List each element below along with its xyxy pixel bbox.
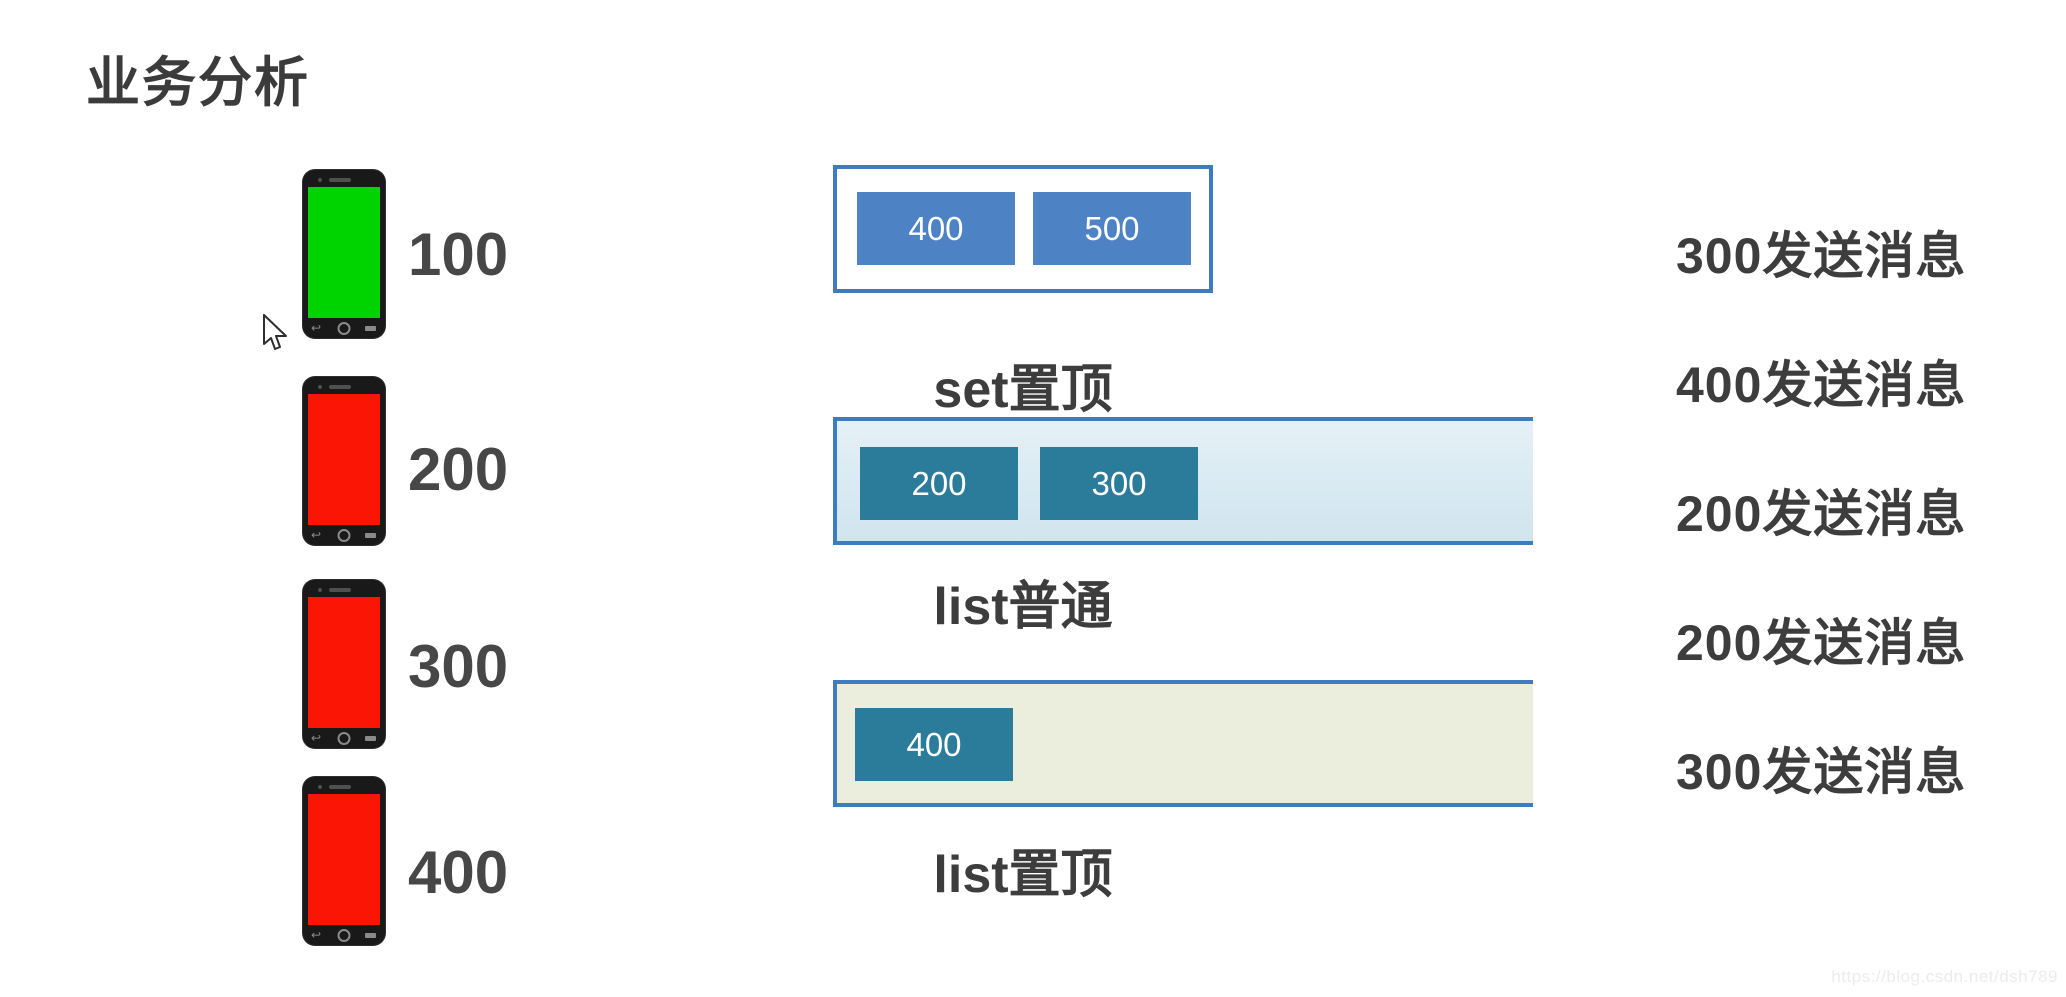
phone-earpiece [329, 785, 351, 789]
home-button-icon [337, 529, 351, 542]
camera-dot-icon [318, 385, 322, 389]
menu-icon [365, 326, 376, 331]
message-item: 300发送消息 [1676, 228, 1967, 284]
phone-400: ↩ [303, 777, 385, 945]
phone-screen [308, 794, 380, 925]
chip-400: 400 [857, 192, 1015, 265]
camera-dot-icon [318, 785, 322, 789]
back-icon: ↩ [311, 731, 322, 745]
menu-icon [365, 533, 376, 538]
list-top-box: 400 [833, 680, 1533, 807]
menu-icon [365, 933, 376, 938]
phone-screen [308, 394, 380, 525]
phone-earpiece [329, 385, 351, 389]
home-button-icon [337, 322, 351, 335]
chip-500: 500 [1033, 192, 1191, 265]
phone-label-400: 400 [408, 839, 509, 906]
camera-dot-icon [318, 588, 322, 592]
set-top-box: 400 500 [833, 165, 1213, 293]
phone-label-200: 200 [408, 436, 509, 503]
phone-300: ↩ [303, 580, 385, 748]
list-normal-box: 200 300 [833, 417, 1533, 545]
phone-100: ↩ [303, 170, 385, 338]
phone-screen [308, 187, 380, 318]
chip-400: 400 [855, 708, 1013, 781]
phone-label-300: 300 [408, 633, 509, 700]
home-button-icon [337, 732, 351, 745]
phone-earpiece [329, 588, 351, 592]
message-item: 200发送消息 [1676, 486, 1967, 542]
phone-label-100: 100 [408, 221, 509, 288]
list-top-label: list置顶 [933, 846, 1113, 904]
message-item: 200发送消息 [1676, 615, 1967, 671]
camera-dot-icon [318, 178, 322, 182]
set-top-label: set置顶 [933, 361, 1113, 419]
phone-earpiece [329, 178, 351, 182]
menu-icon [365, 736, 376, 741]
chip-200: 200 [860, 447, 1018, 520]
phone-200: ↩ [303, 377, 385, 545]
back-icon: ↩ [311, 928, 322, 942]
mouse-cursor-icon [263, 314, 287, 350]
chip-300: 300 [1040, 447, 1198, 520]
message-item: 400发送消息 [1676, 357, 1967, 413]
list-normal-label: list普通 [933, 578, 1113, 636]
page-title: 业务分析 [86, 53, 310, 113]
home-button-icon [337, 929, 351, 942]
back-icon: ↩ [311, 321, 322, 335]
back-icon: ↩ [311, 528, 322, 542]
message-item: 300发送消息 [1676, 744, 1967, 800]
phone-screen [308, 597, 380, 728]
watermark-text: https://blog.csdn.net/dsh789 [1831, 967, 2058, 986]
